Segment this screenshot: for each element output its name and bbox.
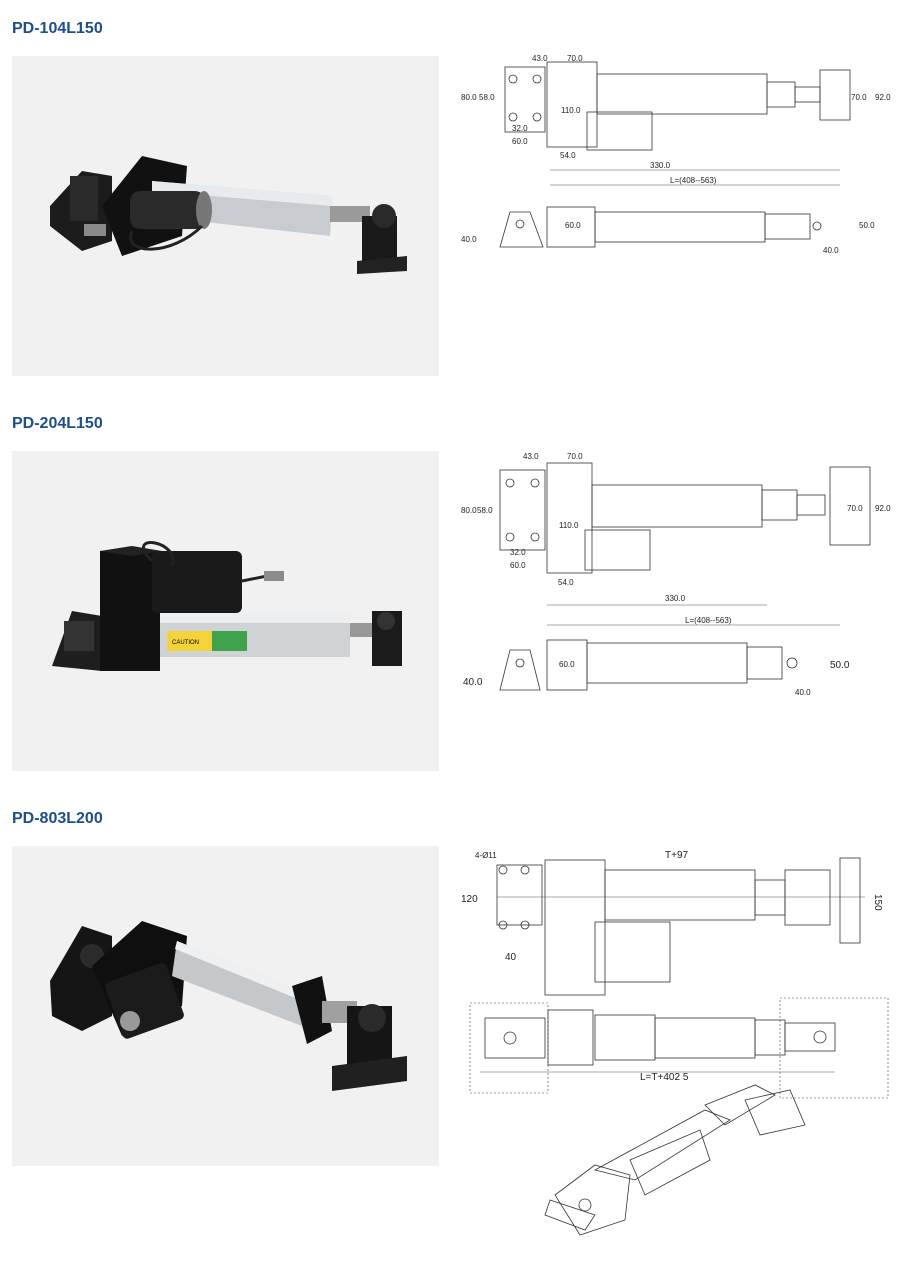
dim-label: 70.0 [567,452,583,461]
dim-label: 330.0 [650,161,671,170]
dim-label: 92.0 [875,504,891,513]
dim-label: 50.0 [859,221,875,230]
dim-label: 54.0 [558,578,574,587]
dim-label: 330.0 [665,594,686,603]
dim-label: 32.0 [512,124,528,133]
product-title: PD-803L200 [12,810,103,827]
dim-label: 58.0 [479,93,495,102]
technical-drawing: 43.0 70.0 80.0 58.0 110.0 32.0 60.0 54.0… [455,445,895,705]
dim-label: 80.0 [461,506,477,515]
dim-label: 60.0 [512,137,528,146]
dim-label: 110.0 [559,521,579,530]
dim-label: 150 [872,894,883,911]
product-photo [12,56,439,376]
dim-label: 43.0 [523,452,539,461]
dim-label: 70.0 [847,504,863,513]
technical-drawing: 43.0 70.0 80.0 58.0 110.0 32.0 60.0 54.0… [455,52,895,262]
dim-label: 50.0 [830,660,850,671]
product-photo: CAUTION [12,451,439,771]
dim-label: 60.0 [559,660,575,669]
dim-label: 40.0 [461,235,477,244]
dim-label: 40.0 [463,677,483,688]
technical-drawing: 4-Ø11 T+97 120 40 150 L=T+402 5 [455,840,895,1260]
product-photo [12,846,439,1166]
dim-label: 32.0 [510,548,526,557]
dim-label: 110.0 [561,106,581,115]
dim-label: L=(408--563) [685,616,732,625]
caution-label: CAUTION [172,640,199,646]
dim-label: 80.0 [461,93,477,102]
dim-label: 70.0 [851,93,867,102]
dim-label: 4-Ø11 [475,851,497,860]
dim-label: 43.0 [532,54,548,63]
dim-label: L=(408--563) [670,176,717,185]
dim-label: 58.0 [477,506,493,515]
dim-label: 120 [461,894,478,905]
dim-label: 40.0 [823,246,839,255]
dim-label: 40.0 [795,688,811,697]
product-title: PD-204L150 [12,415,103,432]
dim-label: 92.0 [875,93,891,102]
dim-label: 60.0 [565,221,581,230]
product-title: PD-104L150 [12,20,103,37]
dim-label: 60.0 [510,561,526,570]
dim-label: 54.0 [560,151,576,160]
dim-label: 40 [505,952,517,963]
dim-label: T+97 [665,850,689,861]
dim-label: 70.0 [567,54,583,63]
dim-label: L=T+402 5 [640,1072,689,1083]
